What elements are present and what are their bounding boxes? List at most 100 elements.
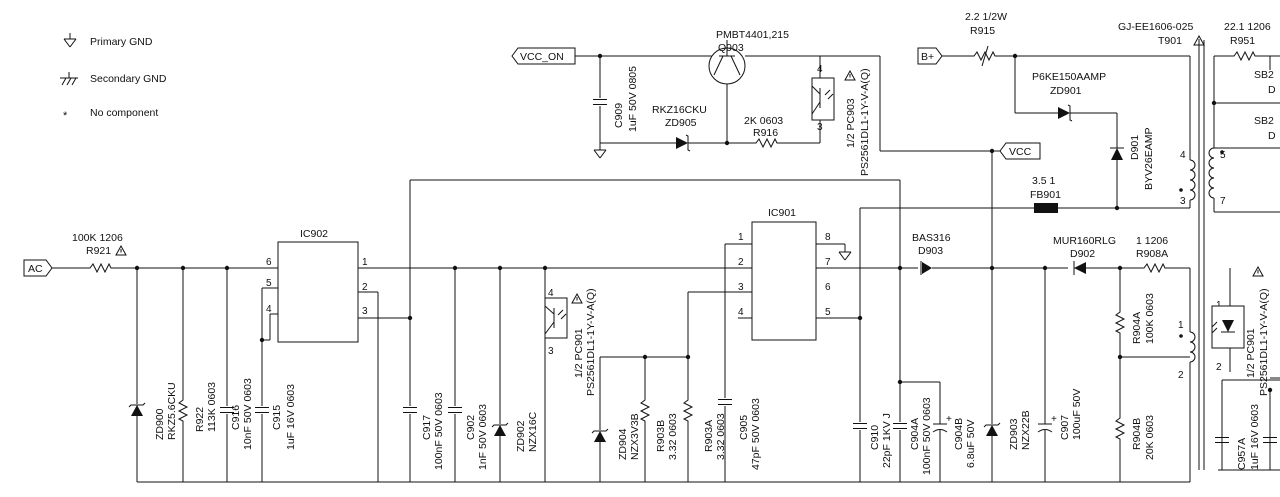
pc903-part: PS2561DL1-1Y-V-A(Q) <box>859 68 871 176</box>
ic902-chip <box>277 241 359 343</box>
t901-secondary-winding <box>1208 147 1224 199</box>
pc901a-part: PS2561DL1-1Y-V-A(Q) <box>585 288 597 396</box>
r904a-resistor <box>1115 307 1125 337</box>
c907-value: 100uF 50V <box>1071 389 1083 440</box>
b-plus-net-flag: B+ <box>917 47 943 65</box>
ic902-pin-4: 4 <box>266 304 272 315</box>
ic901-pin-6: 6 <box>825 282 831 293</box>
d902-diode <box>1073 261 1086 275</box>
t901-ref: T901 <box>1158 35 1182 47</box>
r915-ref: R915 <box>970 25 995 37</box>
zd904-zener <box>591 428 609 443</box>
r916-value: 2K 0603 <box>744 115 783 127</box>
ic901-ref: IC901 <box>768 207 796 219</box>
svg-text:+: + <box>1051 414 1057 425</box>
fb901-value: 3.5 1 <box>1032 175 1056 187</box>
r903b-resistor <box>640 395 650 425</box>
q903-ref: Q903 <box>718 42 744 54</box>
sb-top-suffix: D <box>1268 84 1276 96</box>
c909-value: 1uF 50V 0805 <box>627 66 639 132</box>
zd900-zener <box>128 402 146 417</box>
vcc-on-net-flag: VCC_ON <box>511 47 576 65</box>
ic902-ref: IC902 <box>300 228 328 240</box>
secondary-gnd-icon <box>60 72 78 86</box>
c917-capacitor <box>402 407 418 413</box>
vcc-label: VCC <box>1009 146 1032 158</box>
c910-ref: C910 <box>869 425 881 450</box>
r904b-value: 20K 0603 <box>1144 415 1156 460</box>
c904a-value: 100nF 50V 0603 <box>921 397 933 475</box>
d903-ref: D903 <box>918 245 943 257</box>
r903a-ref: R903A <box>703 420 715 452</box>
r903b-ref: R903B <box>655 420 667 452</box>
r921-ref: R921 <box>86 245 111 257</box>
r903b-value: 3.32 0603 <box>667 413 679 460</box>
c917-ref: C917 <box>421 415 433 440</box>
d903-part: BAS316 <box>912 232 951 244</box>
c915-capacitor <box>254 407 270 413</box>
svg-text:+: + <box>946 414 952 425</box>
pc903-pin-4: 4 <box>817 64 823 75</box>
zd903-ref: ZD903 <box>1008 418 1020 450</box>
ic901-chip <box>751 221 817 341</box>
c915-value: 1uF 16V 0603 <box>285 384 297 450</box>
r921-value: 100K 1206 <box>72 232 123 244</box>
r922-value: 113K 0603 <box>206 382 218 432</box>
ic901-pin-5: 5 <box>825 307 831 318</box>
legend-no-component: No component <box>90 107 158 119</box>
zd903-zener <box>983 422 1001 437</box>
vcc-on-label: VCC_ON <box>520 51 564 63</box>
zd901-part: P6KE150AAMP <box>1032 71 1106 83</box>
t901-aux-winding <box>1179 331 1196 363</box>
r922-resistor <box>178 395 188 425</box>
c904b-ref: C904B <box>953 418 965 450</box>
ic902-pin-1: 1 <box>362 257 368 268</box>
r908a-ref: R908A <box>1136 248 1168 260</box>
q903-part: PMBT4401,215 <box>716 29 789 41</box>
c904b-value: 6.8uF 50V <box>965 420 977 468</box>
t901-pin-1: 1 <box>1178 320 1184 331</box>
t901-primary-winding <box>1179 159 1196 201</box>
ic901-pin-8: 8 <box>825 232 831 243</box>
c957a-value: 1uF 16V 0603 <box>1249 404 1261 470</box>
zd900-ref: ZD900 <box>154 408 166 440</box>
r904a-ref: R904A <box>1131 312 1143 344</box>
vcc-net-flag: VCC <box>999 142 1041 160</box>
r908a-value: 1 1206 <box>1136 235 1168 247</box>
ic901-pin-7: 7 <box>825 257 831 268</box>
zd902-part: NZX16C <box>527 411 539 452</box>
pc901a-pin-4: 4 <box>548 288 554 299</box>
fb901-ferrite-bead <box>1034 203 1058 213</box>
pc901b-pin-2: 2 <box>1216 362 1222 373</box>
r904b-ref: R904B <box>1131 418 1143 450</box>
sb-mid-ref: SB2 <box>1254 115 1274 127</box>
ic902-pin-5: 5 <box>266 278 272 289</box>
fb901-ref: FB901 <box>1030 189 1061 201</box>
ic901-pin-4: 4 <box>738 307 744 318</box>
primary-gnd-icon <box>63 38 77 48</box>
sb-mid-suffix: D <box>1268 130 1276 142</box>
zd905-part: RKZ16CKU <box>652 104 707 116</box>
pc901a-pin-3: 3 <box>548 346 554 357</box>
r951-resistor <box>1229 51 1259 61</box>
pc903-ref: 1/2 PC903 <box>845 98 857 148</box>
ac-net-flag: AC <box>23 259 53 277</box>
r903a-value: 3.32 0603 <box>715 413 727 460</box>
c909-ref: C909 <box>613 103 625 128</box>
zd905-ref: ZD905 <box>665 117 697 129</box>
primary-gnd-icon <box>838 251 852 261</box>
d901-part: BYV26EAMP <box>1143 128 1155 190</box>
c909-capacitor <box>592 99 608 105</box>
ic901-pin-1: 1 <box>738 232 744 243</box>
c907-electrolytic: + <box>1037 414 1057 433</box>
c916-ref: C916 <box>230 405 242 430</box>
ac-label: AC <box>28 263 43 275</box>
zd905-zener <box>676 134 691 152</box>
t901-pin-3: 3 <box>1180 196 1186 207</box>
t901-pin-4: 4 <box>1180 150 1186 161</box>
pc901a-ref: 1/2 PC901 <box>573 328 585 378</box>
pc901-led <box>1211 305 1245 349</box>
r922-ref: R922 <box>194 407 206 432</box>
d902-ref: D902 <box>1070 248 1095 260</box>
c902-ref: C902 <box>465 415 477 440</box>
